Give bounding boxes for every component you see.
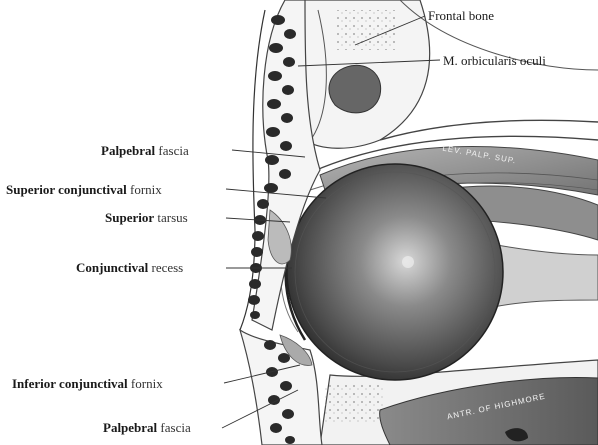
label-conjunctival-recess: Conjunctival recess: [76, 261, 183, 274]
label-frontal-bone: Frontal bone: [428, 9, 494, 22]
label-palpebral-fascia-lower: Palpebral fascia: [103, 421, 191, 434]
eyeball: [287, 164, 503, 380]
label-orbicularis-oculi: M. orbicularis oculi: [443, 54, 546, 67]
label-superior-conjunctival-fornix: Superior conjunctival fornix: [6, 183, 162, 196]
label-palpebral-fascia-upper: Palpebral fascia: [101, 144, 189, 157]
label-superior-tarsus: Superior tarsus: [105, 211, 188, 224]
label-inferior-conjunctival-fornix: Inferior conjunctival fornix: [12, 377, 163, 390]
